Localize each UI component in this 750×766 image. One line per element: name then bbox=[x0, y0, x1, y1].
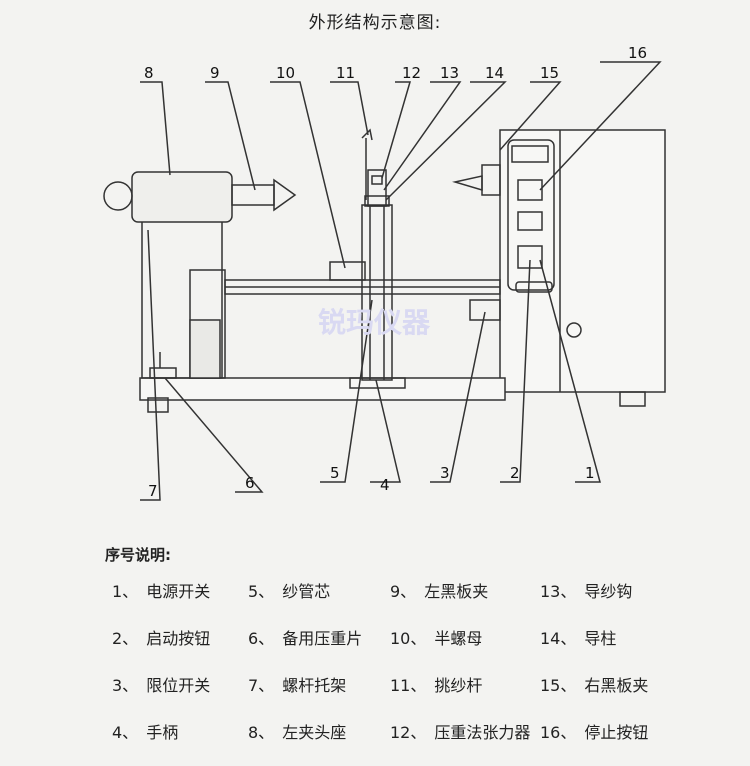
legend-item: 2、启动按钮 bbox=[112, 629, 211, 648]
machine-diagram: 锐玛仪器 1 2 3 4 5 6 7 8 9 10 11 12 13 14 15… bbox=[103, 44, 666, 501]
right-cabinet bbox=[499, 129, 666, 393]
callout-13: 13 bbox=[440, 64, 459, 82]
legend-item: 3、限位开关 bbox=[112, 676, 211, 695]
callout-7: 7 bbox=[148, 482, 158, 500]
callout-10: 10 bbox=[276, 64, 295, 82]
legend-item: 8、左夹头座 bbox=[248, 723, 347, 742]
callout-9: 9 bbox=[210, 64, 220, 82]
callout-8: 8 bbox=[144, 64, 154, 82]
left-clamp-head bbox=[131, 171, 233, 223]
legend-item: 4、手柄 bbox=[112, 723, 179, 742]
callout-6: 6 bbox=[245, 474, 255, 492]
callout-12: 12 bbox=[402, 64, 421, 82]
callout-3: 3 bbox=[440, 464, 450, 482]
legend-item: 16、停止按钮 bbox=[540, 723, 649, 742]
legend-item: 14、导柱 bbox=[540, 629, 617, 648]
legend-item: 12、压重法张力器 bbox=[390, 723, 531, 742]
half-nut bbox=[329, 261, 366, 281]
callout-5: 5 bbox=[330, 464, 340, 482]
legend-item: 5、纱管芯 bbox=[248, 582, 331, 601]
callout-2: 2 bbox=[510, 464, 520, 482]
callout-16: 16 bbox=[628, 44, 647, 62]
stop-button bbox=[517, 179, 543, 201]
callout-1: 1 bbox=[585, 464, 595, 482]
legend-list: 1、电源开关 5、纱管芯 9、左黑板夹 13、导纱钩 2、启动按钮 6、备用压重… bbox=[112, 578, 670, 766]
legend-heading: 序号说明: bbox=[105, 546, 171, 564]
power-switch bbox=[566, 322, 582, 338]
legend-item: 7、螺杆托架 bbox=[248, 676, 347, 695]
spare-weight bbox=[149, 367, 177, 379]
callout-15: 15 bbox=[540, 64, 559, 82]
base-plate bbox=[139, 377, 506, 401]
legend-item: 6、备用压重片 bbox=[248, 629, 363, 648]
callout-4: 4 bbox=[380, 476, 390, 494]
callout-11: 11 bbox=[336, 64, 355, 82]
diagram-title: 外形结构示意图: bbox=[308, 13, 442, 33]
legend-item: 10、半螺母 bbox=[390, 629, 483, 648]
page: 外形结构示意图: bbox=[103, 13, 666, 742]
legend-item: 11、挑纱杆 bbox=[390, 676, 483, 695]
legend-item: 15、右黑板夹 bbox=[540, 676, 649, 695]
watermark-text: 锐玛仪器 bbox=[318, 306, 431, 339]
legend-item: 1、电源开关 bbox=[112, 582, 211, 601]
legend-item: 9、左黑板夹 bbox=[390, 582, 489, 601]
control-panel bbox=[507, 139, 555, 291]
limit-switch bbox=[469, 299, 501, 321]
legend-item: 13、导纱钩 bbox=[540, 582, 633, 601]
callout-14: 14 bbox=[485, 64, 504, 82]
guide-post bbox=[361, 204, 393, 381]
